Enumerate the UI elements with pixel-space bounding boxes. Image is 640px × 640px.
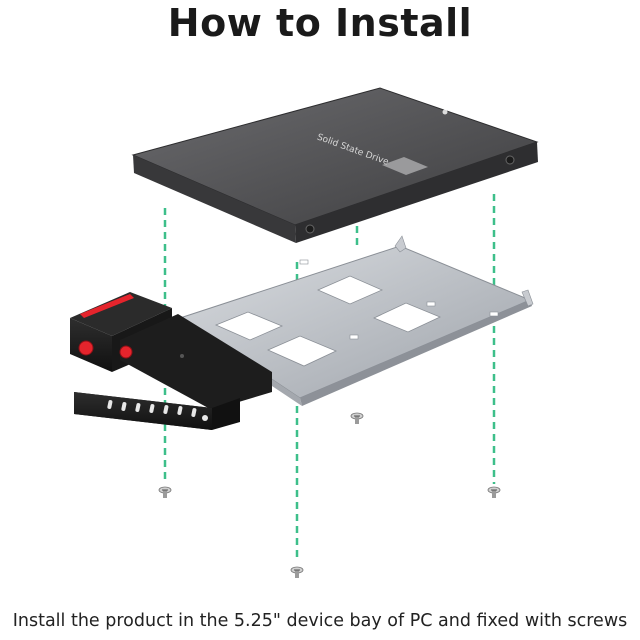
install-caption: Install the product in the 5.25" device … [0, 606, 640, 636]
screw-icon [488, 487, 500, 498]
page-title: How to Install [0, 2, 640, 44]
screw-icon [351, 413, 363, 424]
install-illustration: Solid State Drive [0, 60, 640, 608]
screws [159, 413, 500, 578]
ssd-drive: Solid State Drive [133, 88, 538, 243]
red-latch-button-left [79, 341, 93, 355]
red-latch-button-right [120, 346, 132, 358]
screw-icon [159, 487, 171, 498]
screw-icon [291, 567, 303, 578]
